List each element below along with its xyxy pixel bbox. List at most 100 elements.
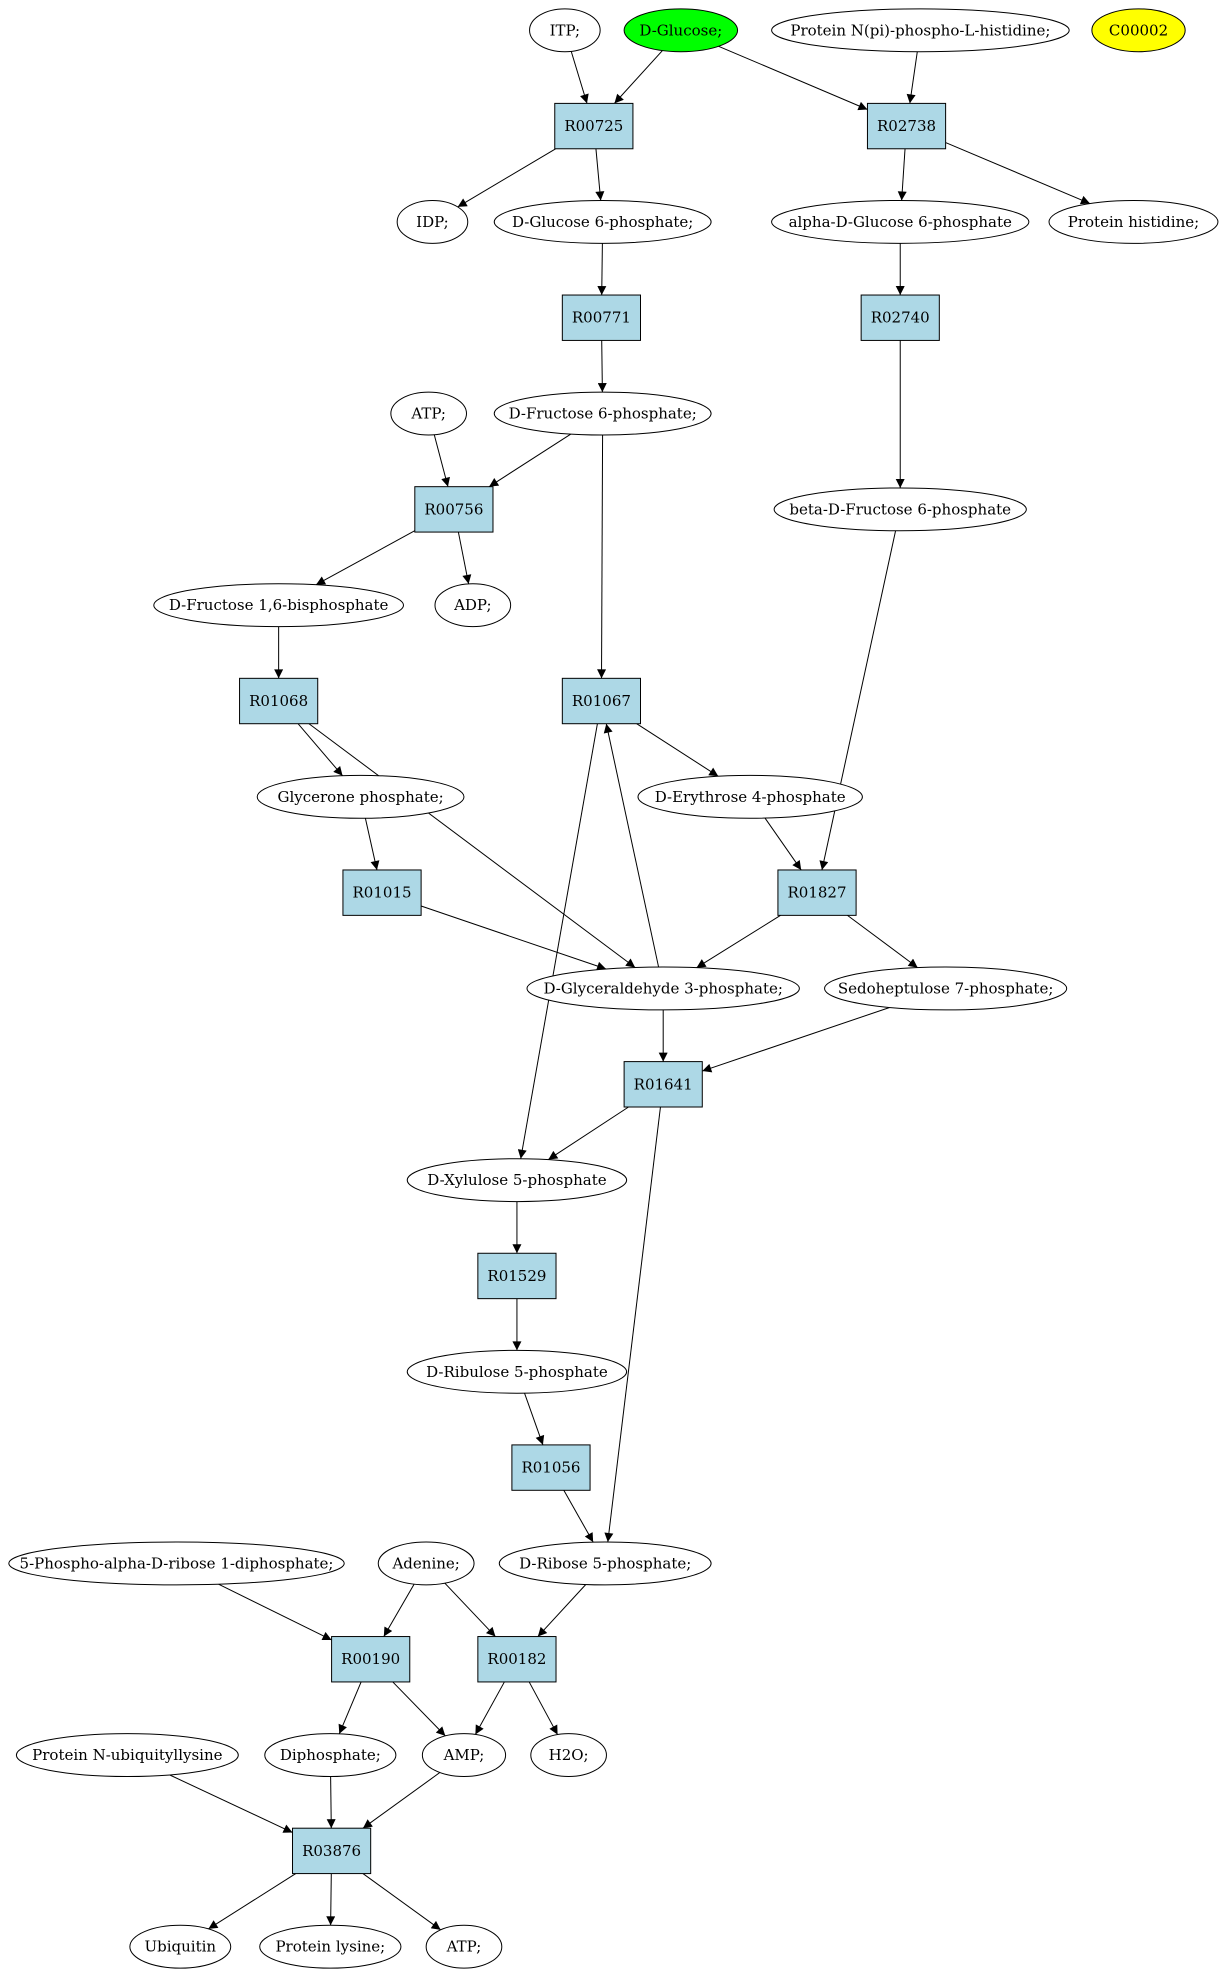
edge-arrow	[297, 723, 343, 777]
reaction-box	[860, 294, 940, 341]
reaction-box	[477, 1252, 557, 1300]
edge-arrow	[218, 1583, 332, 1641]
node-label: D-Xylulose 5-phosphate	[427, 1171, 606, 1189]
compound-node: ATP;	[390, 391, 468, 436]
edge-arrow	[524, 1392, 545, 1446]
node-label: Diphosphate;	[280, 1746, 381, 1764]
compound-node: Protein lysine;	[259, 1924, 402, 1969]
node-label: D-Glyceraldehyde 3-phosphate;	[543, 979, 782, 997]
node-label: D-Erythrose 4-phosphate	[655, 788, 846, 806]
node-label: Protein N(pi)-phospho-L-histidine;	[790, 21, 1050, 39]
reaction-box	[623, 1061, 703, 1108]
compound-node: D-Glucose 6-phosphate;	[493, 199, 712, 244]
node-label: D-Glucose 6-phosphate;	[512, 213, 693, 231]
node-layer: ITP; D-Glucose; Protein N(pi)-phospho-L-hi…	[8, 8, 1219, 1969]
compound-ellipse	[264, 1733, 397, 1778]
compound-ellipse	[421, 1733, 507, 1778]
reaction-node: R01529	[477, 1252, 557, 1300]
edge-arrow	[326, 1776, 336, 1829]
reaction-node: R02738	[866, 102, 947, 150]
reaction-box	[561, 677, 641, 725]
edge-arrow	[614, 50, 663, 104]
compound-ellipse	[256, 774, 465, 819]
reaction-node: R00771	[561, 294, 641, 341]
compound-node: 5-Phospho-alpha-D-ribose 1-diphosphate;	[8, 1541, 345, 1586]
edge-arrow	[906, 51, 918, 104]
edge-arrow	[362, 1772, 441, 1829]
reaction-box	[292, 1827, 372, 1875]
compound-node: Protein N(pi)-phospho-L-histidine;	[771, 8, 1070, 53]
compound-ellipse	[153, 583, 404, 628]
edge-arrow	[718, 45, 868, 111]
edge-layer	[169, 45, 1091, 1931]
edge-arrow	[597, 243, 607, 296]
reaction-node: R01015	[342, 869, 422, 916]
reaction-node: R03876	[292, 1827, 372, 1875]
node-label: D-Fructose 1,6-bisphosphate	[169, 596, 389, 614]
node-label: alpha-D-Glucose 6-phosphate	[789, 213, 1012, 231]
compound-ellipse	[1091, 8, 1186, 53]
node-label: Protein histidine;	[1068, 213, 1199, 231]
node-label: Sedoheptulose 7-phosphate;	[838, 979, 1054, 997]
node-label: R02738	[877, 117, 936, 135]
node-label: R01015	[353, 884, 412, 902]
edge-arrow	[326, 1873, 336, 1926]
node-label: D-Glucose;	[639, 21, 722, 39]
edge-arrow	[702, 1007, 890, 1073]
edge-arrow	[548, 1106, 629, 1161]
compound-node: D-Ribose 5-phosphate;	[498, 1541, 712, 1586]
compound-node: ADP;	[434, 583, 512, 628]
reaction-box	[554, 102, 634, 150]
edge-arrow	[604, 1106, 661, 1543]
compound-node: H2O;	[530, 1733, 607, 1778]
compound-node: D-Fructose 6-phosphate;	[493, 391, 712, 436]
edge-arrow	[488, 433, 572, 488]
edge-arrow	[847, 914, 918, 969]
compound-ellipse	[529, 8, 601, 53]
compound-ellipse	[434, 583, 512, 628]
compound-ellipse	[259, 1924, 402, 1969]
node-label: R01067	[572, 692, 631, 710]
edge-arrow	[528, 1681, 559, 1735]
reaction-box	[239, 677, 319, 725]
edge-arrow	[364, 818, 380, 871]
compound-node: D-Glucose;	[623, 8, 739, 53]
compound-node: Adenine;	[377, 1541, 475, 1586]
edge-arrow	[208, 1873, 297, 1930]
compound-node: D-Fructose 1,6-bisphosphate	[153, 583, 404, 628]
compound-ellipse	[824, 966, 1068, 1011]
edge-arrow	[444, 1582, 496, 1637]
reaction-node: R00725	[554, 102, 634, 150]
reaction-node: R01067	[561, 677, 641, 725]
edge-arrow	[597, 434, 607, 679]
node-label: R03876	[302, 1842, 361, 1860]
reaction-node: R00190	[331, 1636, 411, 1683]
compound-node: C00002	[1091, 8, 1186, 53]
node-label: R01827	[788, 884, 847, 902]
compound-ellipse	[773, 487, 1027, 532]
edge-arrow	[457, 148, 556, 208]
edge-arrow	[433, 434, 450, 487]
edge-arrow	[169, 1774, 293, 1834]
compound-node: D-Xylulose 5-phosphate	[406, 1158, 628, 1203]
compound-ellipse	[396, 199, 469, 244]
edge-arrow	[570, 51, 589, 104]
node-label: Protein N-ubiquityllysine	[32, 1746, 222, 1764]
reaction-node: R00756	[414, 486, 494, 533]
reaction-node: R01827	[777, 869, 857, 916]
reaction-box	[342, 869, 422, 916]
reaction-box	[414, 486, 494, 533]
node-label: D-Ribose 5-phosphate;	[519, 1554, 691, 1572]
edge-arrow	[696, 914, 781, 969]
reaction-box	[561, 294, 641, 341]
compound-ellipse	[493, 199, 712, 244]
node-label: R01068	[249, 692, 308, 710]
node-label: Glycerone phosphate;	[277, 788, 443, 806]
compound-ellipse	[406, 1158, 628, 1203]
node-label: D-Fructose 6-phosphate;	[509, 405, 697, 423]
node-label: R01056	[521, 1459, 580, 1477]
reaction-box	[866, 102, 947, 150]
edge-arrow	[897, 148, 907, 201]
compound-ellipse	[623, 8, 739, 53]
node-label: ITP;	[550, 21, 581, 39]
